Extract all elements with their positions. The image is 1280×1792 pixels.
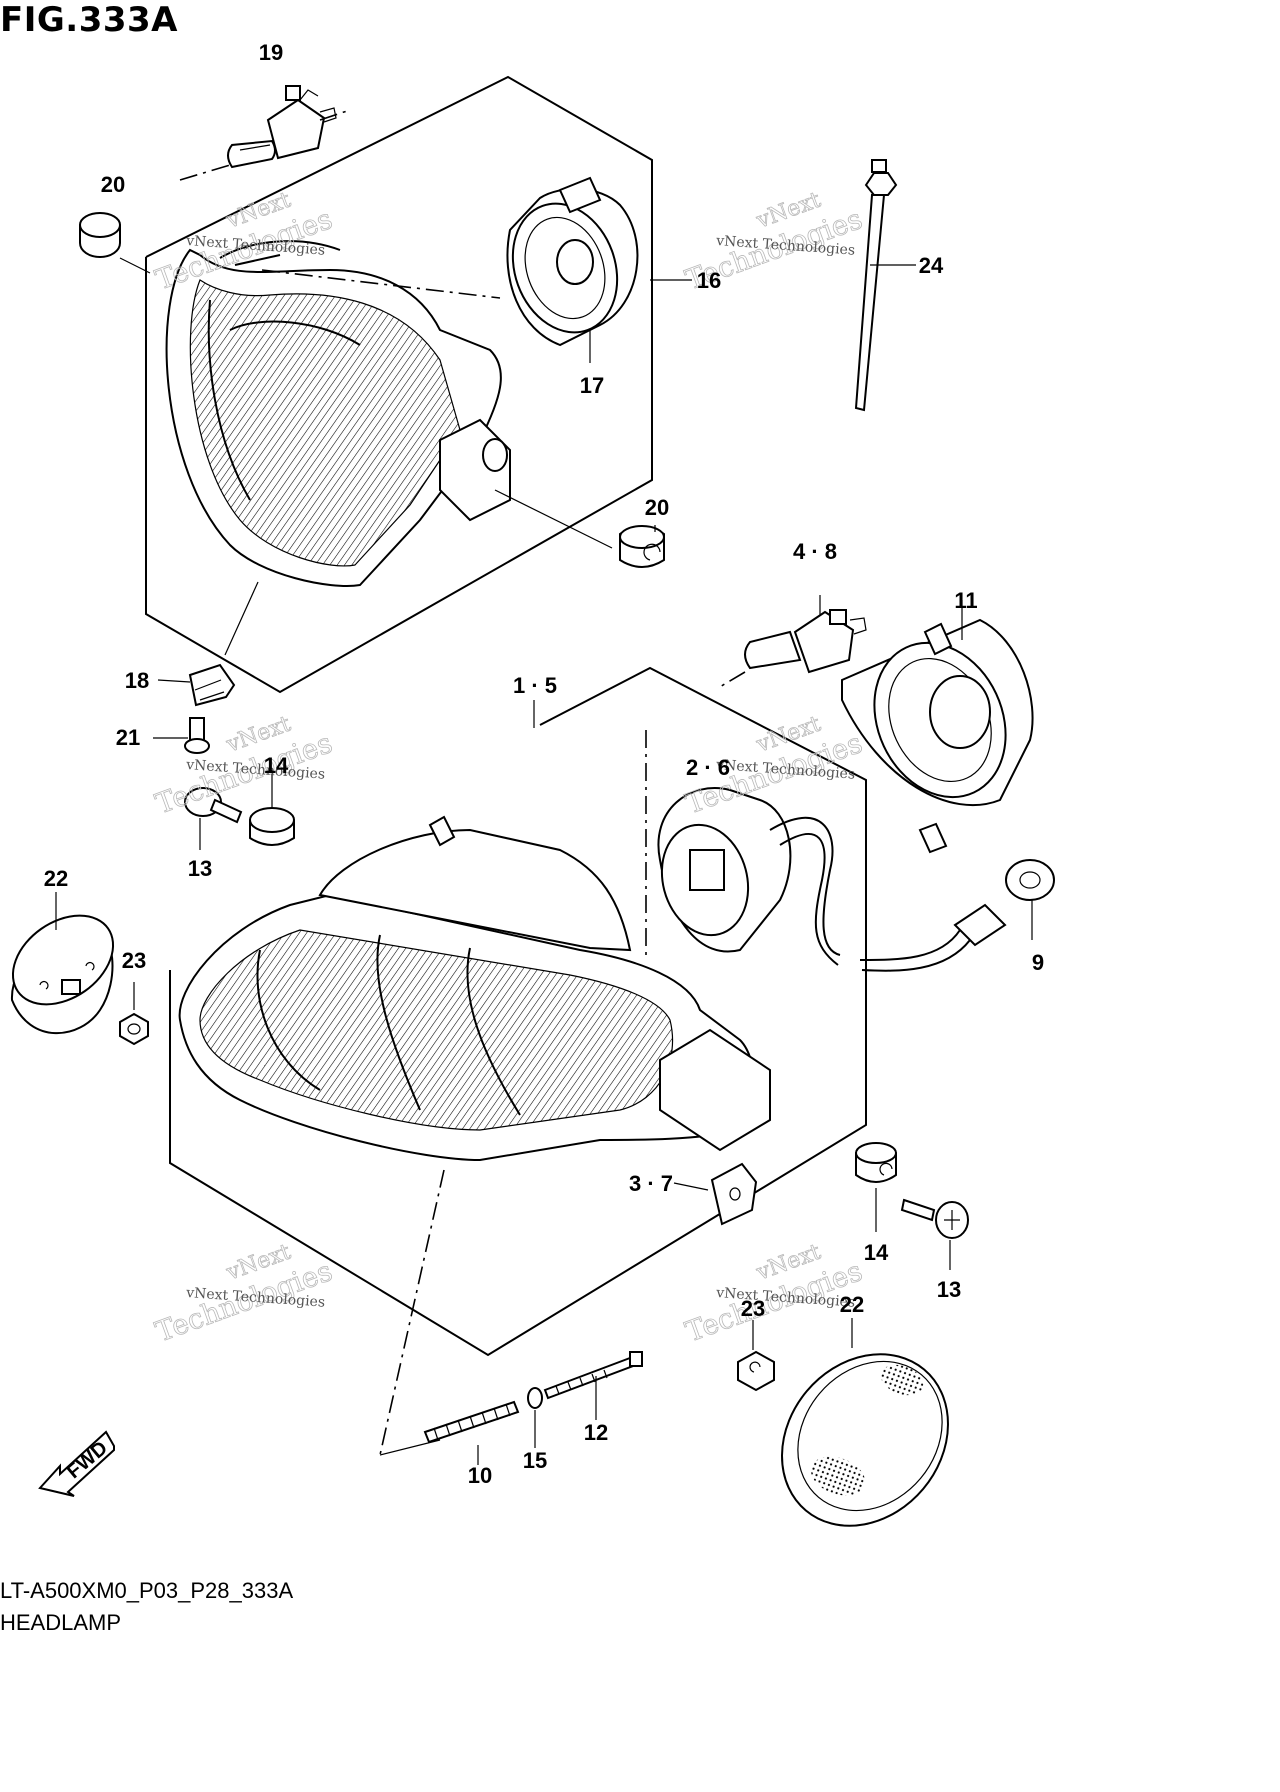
screw-13-left [184, 787, 243, 824]
screw-21 [184, 717, 210, 754]
fwd-arrow: FWD [38, 1430, 115, 1497]
callout-14-right: 14 [864, 1240, 889, 1265]
callout-14-left: 14 [264, 753, 289, 778]
callout-20-lower: 20 [645, 495, 669, 520]
callout-22-left: 22 [44, 866, 68, 891]
callout-1-5: 1 · 5 [513, 673, 557, 698]
socket-ring-11 [841, 618, 1034, 854]
bulb-19 [227, 85, 337, 169]
upper-assembly-frame [145, 75, 653, 694]
spring-10 [423, 1400, 520, 1444]
grommet-14-right [855, 1142, 897, 1183]
socket-harness-2-6 [657, 787, 1007, 972]
pad-22-left [10, 914, 115, 1035]
lower-lamp-housing [178, 815, 771, 1162]
upper-lamp-housing [165, 240, 511, 587]
grommet-20-upper [79, 212, 121, 258]
washer-15 [527, 1387, 543, 1409]
callout-17: 17 [580, 373, 604, 398]
callout-19: 19 [259, 40, 283, 65]
callout-15: 15 [523, 1448, 547, 1473]
callout-23-left: 23 [122, 948, 146, 973]
callout-13-right: 13 [937, 1277, 961, 1302]
watermark-3: vNext Technologies vNext Technologies [151, 711, 337, 821]
callout-16: 16 [697, 268, 721, 293]
model-code: LT-A500XM0_P03_P28_333A [0, 1578, 294, 1603]
callout-10: 10 [468, 1463, 492, 1488]
bulb-4-8 [744, 609, 867, 674]
socket-ring-16 [506, 176, 639, 347]
grommet-20-lower [619, 525, 665, 568]
callout-23-right: 23 [741, 1296, 765, 1321]
reflector-22-right [781, 1353, 949, 1527]
callout-13-left: 13 [188, 856, 212, 881]
grommet-14-left [249, 807, 295, 846]
callout-11: 11 [954, 588, 977, 613]
watermark-6: vNext Technologies vNext Technologies [681, 1239, 867, 1349]
nut-23-right [737, 1350, 775, 1392]
callout-9: 9 [1032, 950, 1044, 975]
bracket-3-7 [710, 1162, 758, 1226]
lower-assembly-frame [169, 666, 867, 1357]
screw-12 [543, 1351, 643, 1400]
section-name: HEADLAMP [0, 1610, 122, 1635]
connector-9 [1005, 859, 1055, 901]
watermark-5: vNext Technologies vNext Technologies [151, 1239, 337, 1349]
figure-title: FIG.333A [0, 0, 178, 40]
callout-2-6: 2 · 6 [686, 755, 730, 780]
callout-12: 12 [584, 1420, 608, 1445]
callout-24: 24 [919, 253, 944, 278]
clip-18 [188, 663, 236, 707]
screw-13-right [900, 1198, 969, 1239]
nut-23-left [119, 1012, 149, 1046]
callout-3-7: 3 · 7 [629, 1171, 673, 1196]
callout-18: 18 [125, 668, 149, 693]
callout-4-8: 4 · 8 [793, 539, 837, 564]
callout-20-upper: 20 [101, 172, 125, 197]
wire-tie-24 [854, 159, 898, 412]
callout-22-right: 22 [840, 1292, 864, 1317]
callout-21: 21 [116, 725, 140, 750]
